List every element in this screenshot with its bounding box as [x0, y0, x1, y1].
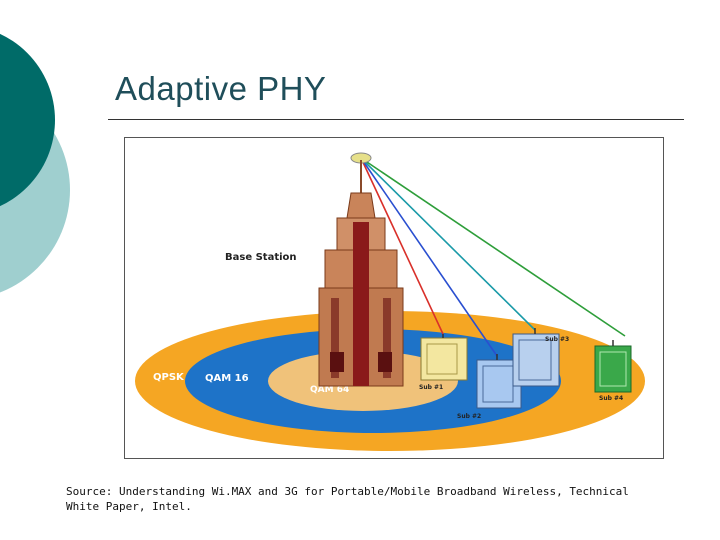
decorative-circles: [0, 0, 90, 300]
radio-links: [360, 157, 626, 357]
qam16-label: QAM 16: [205, 373, 249, 384]
source-caption: Source: Understanding Wi.MAX and 3G for …: [66, 485, 629, 513]
sub1-label: Sub #1: [419, 384, 443, 391]
base-station-label: Base Station: [225, 252, 297, 263]
sub4-label: Sub #4: [599, 395, 623, 402]
link-sub3: [360, 157, 536, 331]
qam64-label: QAM 64: [310, 385, 349, 395]
dark-teal-circle: [0, 33, 55, 207]
adaptive-phy-diagram: QPSK QAM 16 QAM 64 Base Station: [124, 137, 664, 459]
link-sub2: [360, 157, 498, 357]
subscriber-3-building: [512, 328, 560, 387]
title-divider: [108, 119, 684, 120]
subscriber-4-building: [594, 340, 632, 393]
subscriber-1-building: [420, 334, 468, 381]
sub3-label: Sub #3: [545, 336, 569, 343]
link-sub4: [360, 157, 626, 337]
slide-title: Adaptive PHY: [115, 70, 327, 107]
link-sub1: [360, 157, 444, 335]
base-station-tower: [318, 152, 404, 387]
qpsk-label: QPSK: [153, 372, 185, 383]
sub2-label: Sub #2: [457, 413, 481, 420]
